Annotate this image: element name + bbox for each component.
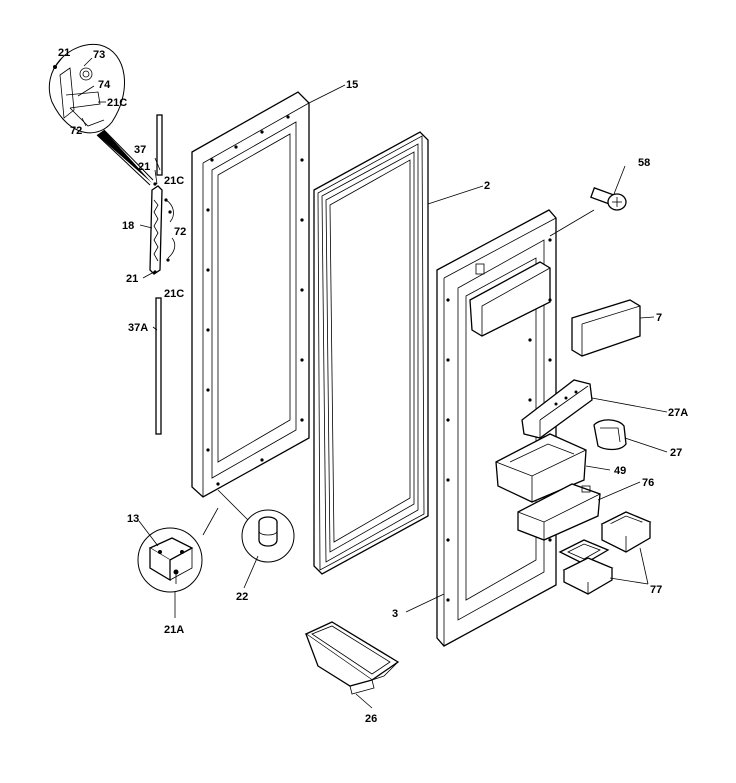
- label-21C-upper: 21C: [164, 175, 184, 187]
- foot-22-inset: [241, 509, 295, 563]
- label-21A: 21A: [164, 624, 184, 636]
- hinge-assembly: [149, 114, 176, 435]
- leader-lines: [138, 84, 668, 709]
- tray-76: [517, 483, 601, 541]
- label-27A: 27A: [668, 407, 688, 419]
- label-27: 27: [670, 447, 682, 459]
- label-26: 26: [365, 713, 377, 725]
- door-gasket-2: [313, 131, 429, 575]
- label-15: 15: [346, 79, 358, 91]
- part-labels: 15 2 3 58 7 27A 27 49 76 77 21 73 74 21C…: [58, 47, 688, 725]
- label-76: 76: [642, 477, 654, 489]
- pads-77: [558, 511, 652, 595]
- label-21-inset: 21: [58, 47, 70, 59]
- cover-7: [571, 299, 641, 357]
- label-21-mid: 21: [138, 161, 150, 173]
- label-18: 18: [122, 220, 134, 232]
- label-37A: 37A: [128, 322, 148, 334]
- hinge-detail-inset: [48, 43, 154, 186]
- label-77: 77: [650, 584, 662, 596]
- label-49: 49: [614, 465, 626, 477]
- label-21C-inset: 21C: [107, 97, 127, 109]
- door-liner-3: [436, 209, 557, 647]
- bin-49: [495, 433, 587, 503]
- label-3: 3: [392, 608, 398, 620]
- label-22: 22: [236, 591, 248, 603]
- door-frame-15: [191, 91, 310, 498]
- bracket-27: [593, 419, 627, 451]
- label-72-side: 72: [174, 226, 186, 238]
- label-21-low: 21: [126, 273, 138, 285]
- label-2: 2: [484, 180, 490, 192]
- shelf-27A: [521, 379, 593, 439]
- label-21C-lower: 21C: [164, 288, 184, 300]
- label-37: 37: [134, 144, 146, 156]
- hinge-bracket-inset: [137, 527, 203, 593]
- label-74: 74: [98, 79, 111, 91]
- label-73: 73: [93, 49, 105, 61]
- label-13: 13: [127, 513, 139, 525]
- label-7: 7: [656, 312, 662, 324]
- screw-58: [590, 187, 627, 211]
- pan-26: [304, 621, 400, 695]
- label-72-inset: 72: [70, 125, 82, 137]
- label-58: 58: [638, 157, 650, 169]
